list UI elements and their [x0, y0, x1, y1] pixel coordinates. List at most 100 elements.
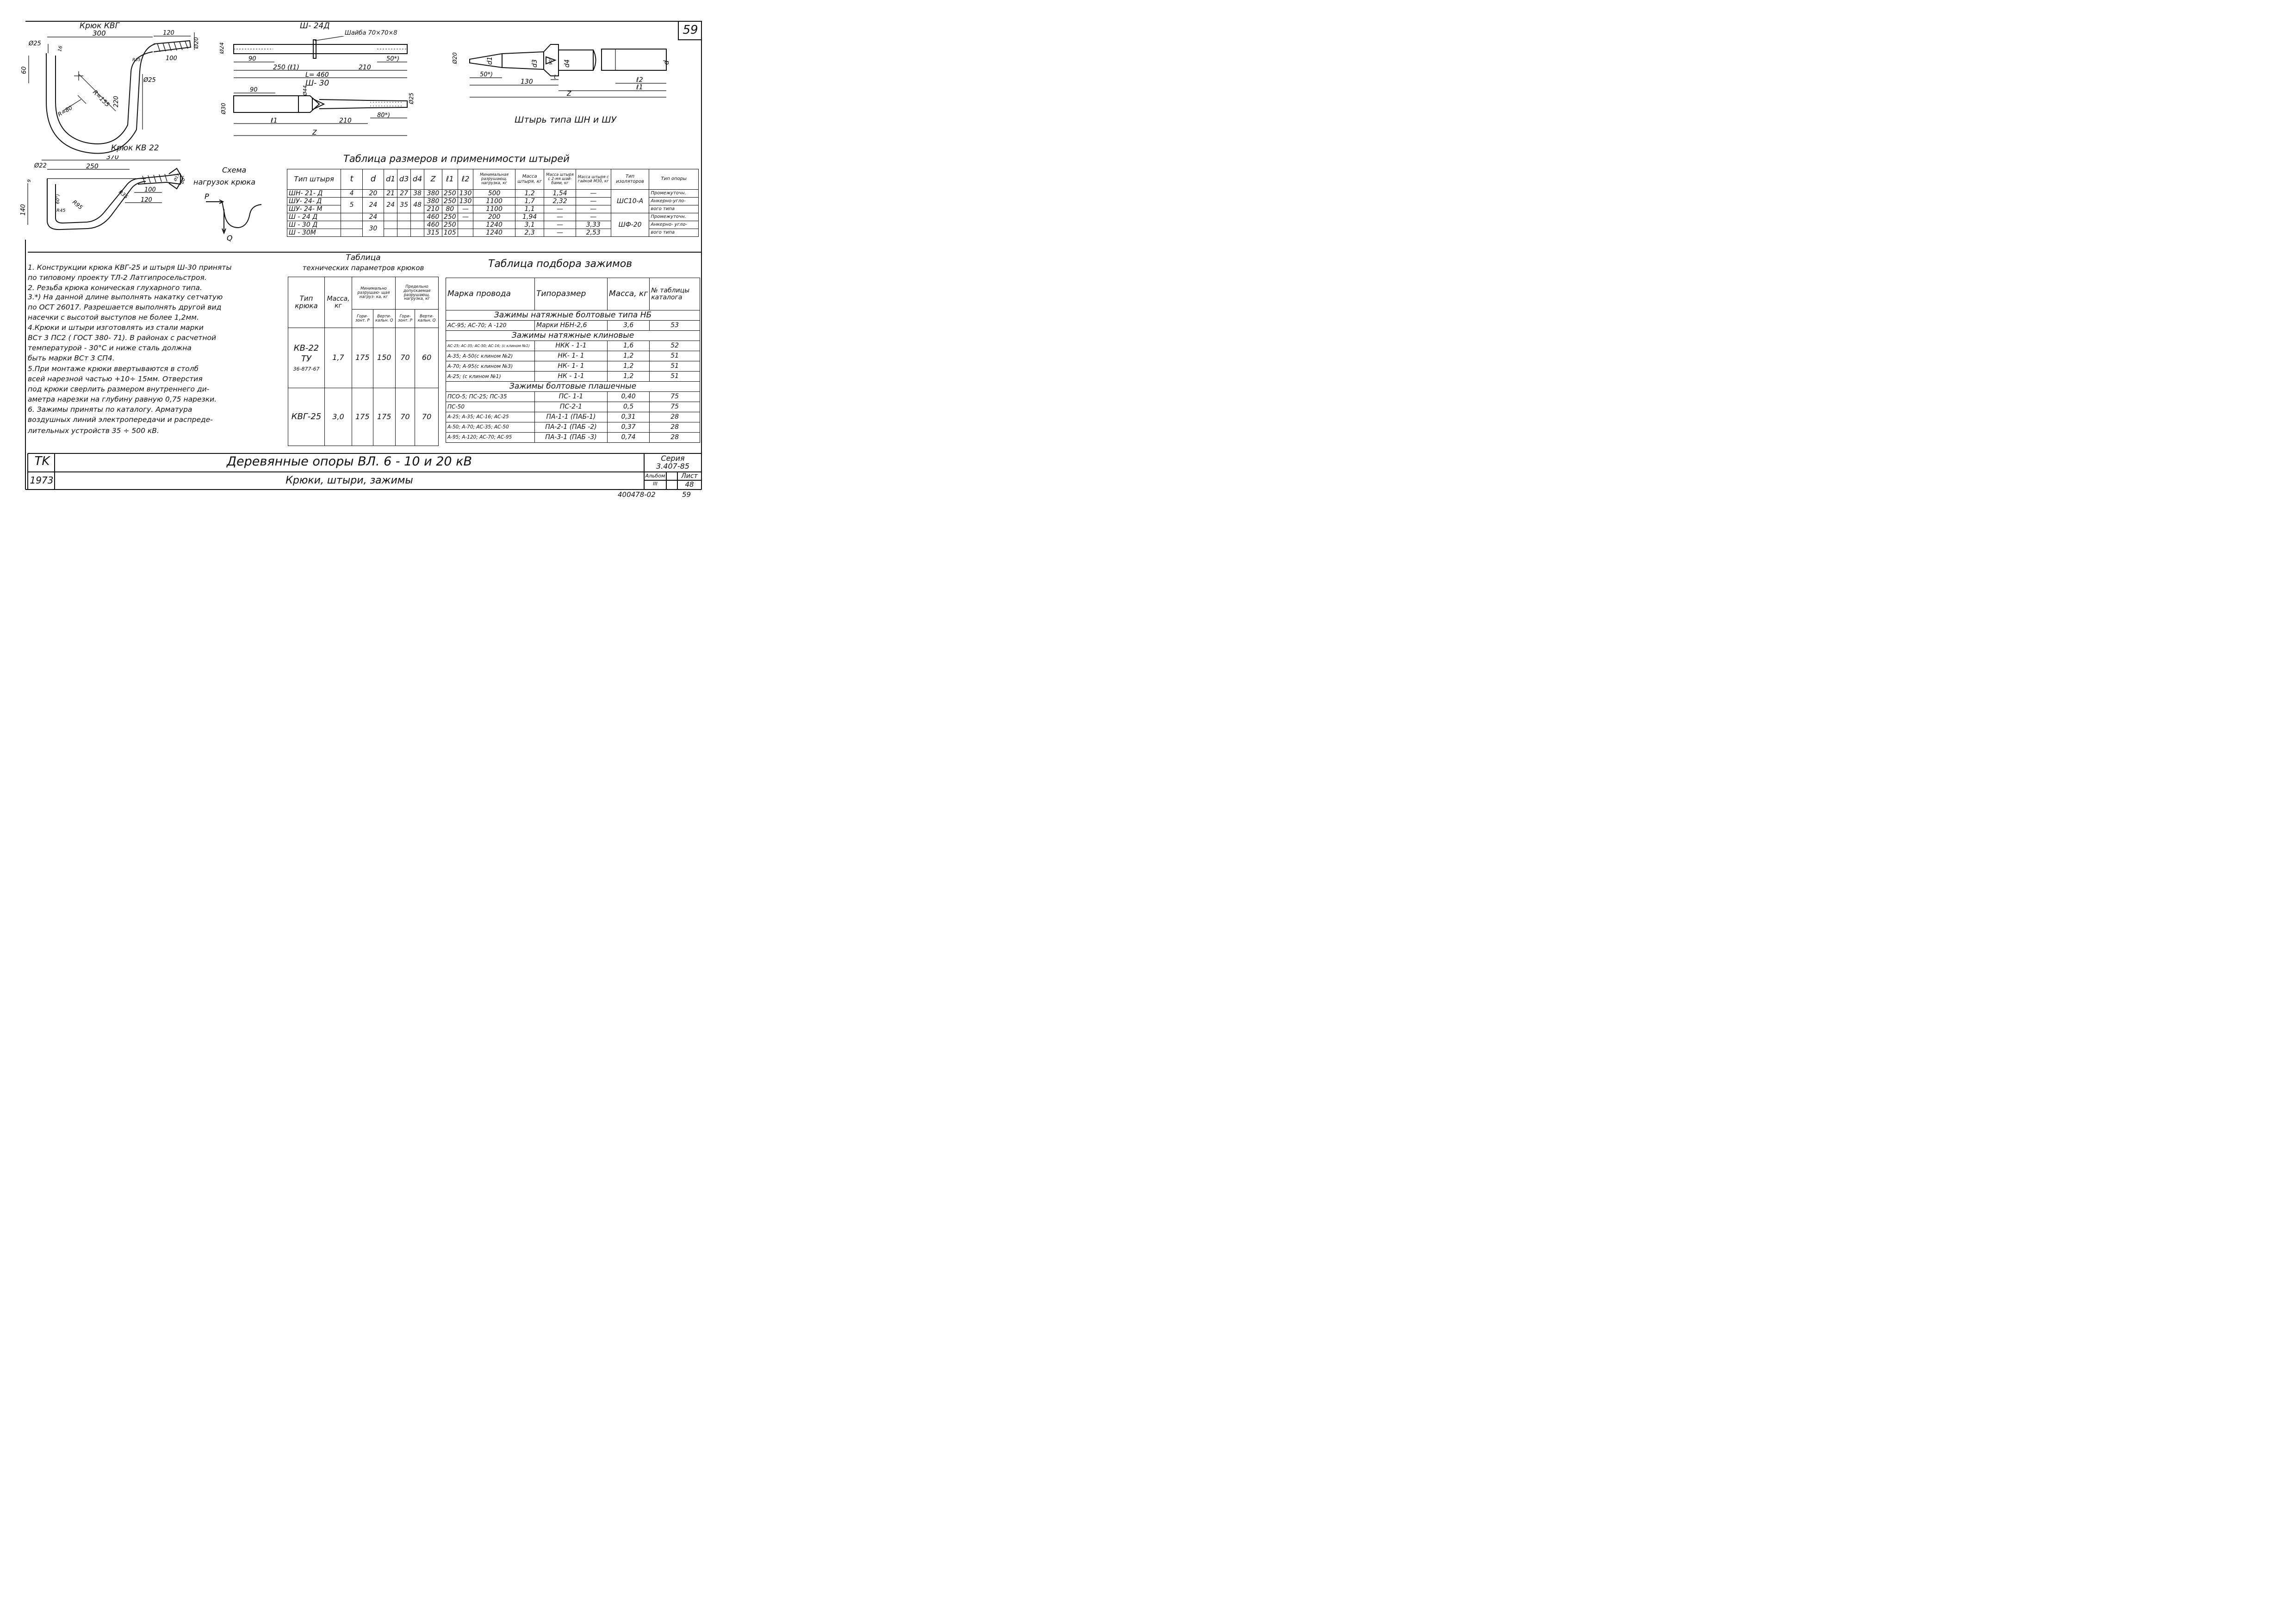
clamps-g2-r1-cat: 75 — [649, 402, 700, 412]
pins-r2-load: 1100 — [473, 205, 515, 213]
pins-h-load: Минимальная разрушающ. нагрузка, кг — [473, 169, 515, 190]
hook-kv22-dim-9: 9 — [27, 180, 32, 182]
clamps-g1-r0-wire: АС-25; АС-35; АС-50; АС-16; (с клином №1… — [446, 341, 535, 351]
pins-h-l2: ℓ2 — [457, 169, 474, 190]
pins-shu-d1: 24 — [384, 197, 398, 213]
clamps-h-wire: Марка провода — [446, 278, 535, 310]
clamps-g0-r0-cat: 53 — [649, 320, 700, 331]
pins-r5-mass: 2,3 — [515, 229, 545, 237]
clamps-g1-r1-wire: А-35; А-50(с клином №2) — [446, 351, 535, 361]
note-line: 6. Зажимы приняты по каталогу. Арматура — [28, 405, 192, 414]
clamps-g2-r2-mass: 0,31 — [607, 412, 650, 422]
clamps-h-size: Типоразмер — [534, 278, 608, 310]
clamps-g2-r3-mass: 0,37 — [607, 422, 650, 433]
clamps-g2-r0-size: ПС- 1-1 — [534, 391, 608, 402]
load-scheme-title-2: нагрузок крюка — [193, 178, 256, 186]
note-line: под крюки сверлить размером внутреннего … — [28, 385, 210, 393]
hook-kv22-dim-100: 100 — [144, 186, 156, 193]
clamps-g1-r2-cat: 51 — [649, 361, 700, 372]
pin-shn-dim-50: 50*) — [480, 71, 493, 78]
pins-r5-load: 1240 — [473, 229, 515, 237]
pins-r3-mass: 1,94 — [515, 213, 545, 221]
pins-r2-type: ШУ- 24- М — [286, 205, 341, 213]
doc-page: 59 — [682, 490, 691, 499]
pins-r0-t: 4 — [341, 189, 363, 198]
hook-kvg-dim-d20: Ø20 — [193, 37, 199, 49]
pins-r0-load: 500 — [473, 189, 515, 198]
note-line: по ОСТ 26017. Разрешается выполнять друг… — [28, 303, 222, 311]
pin-sh24d-drawing: Ø24 90 50*) 250 (ℓ1) 210 L= 460 — [220, 36, 408, 79]
load-scheme-drawing: P Q — [205, 192, 262, 242]
pins-h-d: d — [362, 169, 385, 190]
pins-r4-type: Ш - 30 Д — [286, 221, 341, 229]
hooks-r0-type-2: ТУ — [301, 353, 311, 364]
note-line: лительных устройств 35 ÷ 500 кВ. — [28, 427, 159, 435]
pins-r1-type: ШУ- 24- Д — [286, 197, 341, 205]
pin-sh24d-dim-90: 90 — [248, 56, 256, 62]
pins-r0-l1: 250 — [441, 189, 458, 198]
hooks-h-min: Минимально разрушаю- щая нагруз- ка, кг — [352, 277, 396, 310]
pin-sh30-title: Ш- 30 — [305, 79, 329, 88]
hook-kv22-dim-60b: 60°) — [56, 194, 61, 204]
clamps-g1-r3-cat: 51 — [649, 371, 700, 382]
pins-r0-mass-n: — — [575, 189, 611, 198]
clamps-g0-r0-mass: 3,6 — [607, 320, 650, 331]
pins-r0-mass-w: 1,54 — [544, 189, 576, 198]
clamps-g2-r4-size: ПА-3-1 (ПАБ -3) — [534, 432, 608, 443]
pin-shn-dim-l2: ℓ2 — [636, 76, 643, 84]
pins-r2-z: 210 — [424, 205, 442, 213]
pins-r1-mass-n: — — [575, 197, 611, 205]
pins-r3-d1 — [384, 213, 398, 221]
pin-sh24d-washer-label: Шайба 70×70×8 — [345, 30, 397, 37]
title-block-album-label: Альбом — [645, 473, 665, 479]
hook-kv22-dim-d22: Ø22 — [34, 162, 47, 169]
pins-r5-type: Ш - 30М — [286, 229, 341, 237]
hook-kvg-title: Крюк КВГ — [80, 21, 120, 31]
pins-h-mass: Масса штыря, кг — [515, 169, 545, 190]
pins-h-d1: d1 — [384, 169, 398, 190]
pins-insulator-1: ШС10-А — [610, 189, 650, 213]
pins-r0-z: 380 — [424, 189, 442, 198]
hook-kvg-dim-220: 220 — [113, 96, 120, 107]
pin-shn-dim-l1: ℓ1 — [636, 84, 643, 91]
pins-r4-mass-n: 3,33 — [575, 221, 611, 229]
clamps-g0-r0-wire: АС-95; АС-70; А -120 — [446, 320, 535, 331]
pins-r4-support: Анкерно- угло- — [649, 221, 699, 229]
pins-table-title: Таблица размеров и применимости штырей — [343, 153, 570, 164]
pin-sh30-dim-90: 90 — [250, 87, 258, 93]
clamps-g2-r0-cat: 75 — [649, 391, 700, 402]
hooks-r0-type-3: 36-877-67 — [293, 366, 320, 372]
hooks-table-title-2: технических параметров крюков — [302, 264, 424, 272]
pins-r2-l1: 80 — [441, 205, 458, 213]
pins-r2-mass-n: — — [575, 205, 611, 213]
hook-kvg-dim-16: 16 — [57, 45, 63, 52]
pins-r3-load: 200 — [473, 213, 515, 221]
note-line: насечки с высотой выступов не более 1,2м… — [28, 313, 199, 322]
pins-r3-mass-n: — — [575, 213, 611, 221]
pin-sh30-dim-z: Z — [312, 129, 317, 136]
note-line: 5.При монтаже крюки ввертываются в столб — [28, 365, 199, 373]
pins-h-d3: d3 — [397, 169, 411, 190]
pins-r1-l2: 130 — [457, 197, 474, 205]
hook-kvg-dim-r80: R=80 — [57, 104, 74, 118]
pins-r3-d4 — [410, 213, 425, 221]
hooks-r1-q2: 70 — [415, 388, 439, 446]
title-block-list-value: 48 — [685, 480, 694, 489]
clamps-g2-r1-wire: ПС-50 — [446, 402, 535, 412]
pins-r3-l1: 250 — [441, 213, 458, 221]
pins-r5-l2 — [457, 229, 474, 237]
pin-sh30-dim-80: 80*) — [377, 112, 390, 119]
pins-shu-d3: 35 — [397, 197, 411, 213]
clamps-table: Марка провода Типоразмер Масса, кг № таб… — [446, 278, 700, 443]
pins-table: Тип штыря t d d1 d3 d4 Z ℓ1 ℓ2 Минимальн… — [286, 169, 699, 237]
hooks-r0-q2: 60 — [415, 328, 439, 388]
clamps-group-title: Зажимы болтовые плашечные — [446, 381, 700, 392]
pins-r0-type: ШН- 21- Д — [286, 189, 341, 198]
hooks-h-lim: Предельно допускаемая разрушающ. нагрузк… — [395, 277, 439, 310]
hooks-r1-p2: 70 — [395, 388, 416, 446]
pin-sh30-dim-d25: Ø25 — [408, 93, 414, 105]
pins-r5-t — [341, 229, 363, 237]
title-block-series-value: 3.407-85 — [656, 462, 689, 471]
clamps-g2-r0-mass: 0,40 — [607, 391, 650, 402]
pin-sh30-dim-210: 210 — [339, 117, 352, 124]
